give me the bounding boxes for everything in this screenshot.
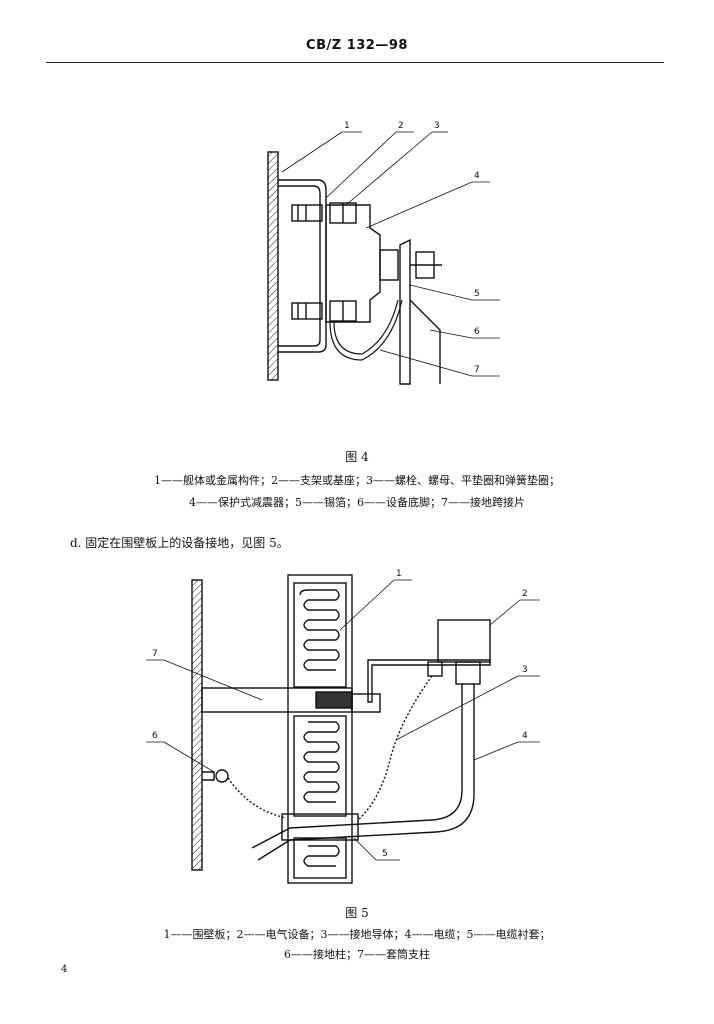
bolt-lower-left	[291, 302, 323, 320]
cable-sleeve	[281, 813, 359, 841]
shock-absorber	[325, 204, 381, 323]
fig4-label-2: 2	[398, 121, 404, 131]
fig5-label-3: 3	[522, 665, 528, 675]
bolt-upper-left	[291, 204, 323, 222]
fig5-label-5: 5	[382, 849, 388, 859]
figure-5-legend-line-2: 6——接地柱；7——套筒支柱	[284, 948, 430, 961]
ground-conductor-right	[357, 675, 433, 821]
support-nut	[351, 693, 381, 713]
fig4-label-7: 7	[474, 365, 480, 375]
figure-5-drawing	[191, 574, 491, 884]
fig5-label-6: 6	[152, 731, 158, 741]
figure-4-legend-line-2: 4——保护式减震器；5——锡箔；6——设备底脚；7——接地跨接片	[189, 496, 525, 509]
fig5-label-1: 1	[396, 569, 402, 579]
ground-conductor-left	[227, 777, 287, 819]
fig4-label-3: 3	[434, 121, 440, 131]
equipment-foot	[399, 238, 411, 385]
document-header: CB/Z 132—98	[306, 38, 408, 53]
figure-5-title: 图 5	[345, 906, 369, 920]
fig4-label-6: 6	[474, 327, 480, 337]
fig4-label-5: 5	[474, 289, 480, 299]
wall-panel	[287, 574, 353, 884]
cable-gland	[455, 661, 481, 685]
ground-stud	[202, 771, 215, 781]
bracket	[278, 179, 327, 353]
figure-5-legend-line-1: 1——围壁板；2——电气设备；3——接地导体；4——电缆；5——电缆衬套；	[163, 928, 551, 941]
fig4-label-1: 1	[344, 121, 350, 131]
fig5-label-7: 7	[152, 649, 158, 659]
header-rule	[46, 62, 664, 63]
fig4-label-4: 4	[474, 171, 480, 181]
jumper-strap	[329, 299, 403, 361]
damper-stud	[379, 249, 399, 281]
figure-4-title: 图 4	[345, 450, 369, 464]
page-number: 4	[61, 964, 68, 975]
fig5-label-4: 4	[522, 731, 528, 741]
cable	[251, 684, 463, 849]
fig5-label-2: 2	[522, 589, 528, 599]
ground-stud-equipment	[427, 661, 443, 677]
bulkhead-plate-left	[191, 579, 203, 871]
electrical-equipment	[437, 619, 491, 663]
paragraph-d: d. 固定在围壁板上的设备接地，见图 5。	[70, 536, 289, 550]
figure-4-legend-line-1: 1——舰体或金属构件；2——支架或基座；3——螺栓、螺母、平垫圈和弹簧垫圈；	[154, 474, 560, 487]
hull-wall	[267, 151, 279, 381]
